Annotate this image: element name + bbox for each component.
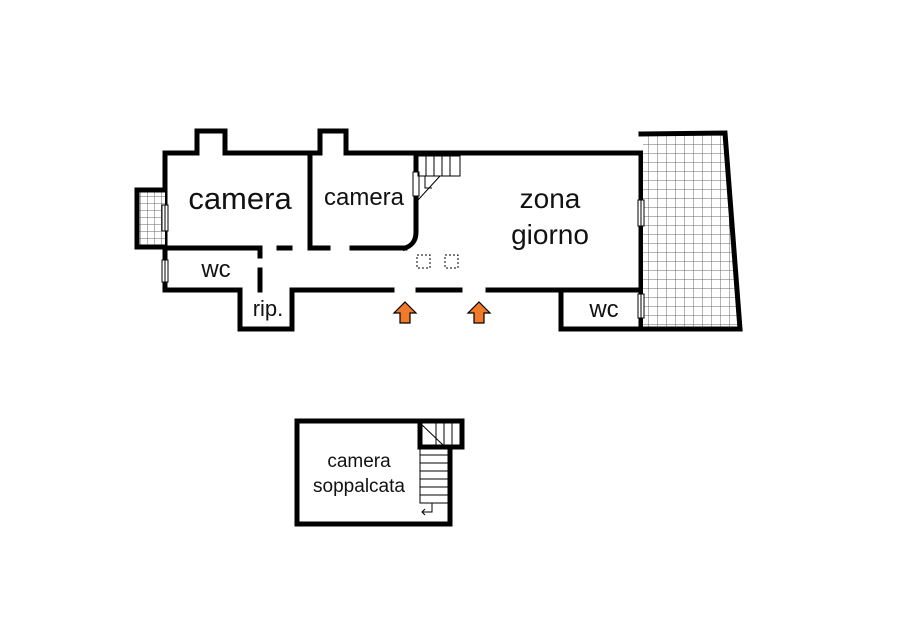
room-label-soppalcata: soppalcata (313, 476, 405, 497)
entrance-arrow-icon (466, 301, 492, 324)
room-label-wc: wc (200, 256, 230, 283)
entrance-arrow-icon (392, 301, 418, 324)
pillar-marks (416, 254, 459, 269)
interior-walls (162, 150, 419, 293)
room-label-wc: wc (588, 296, 618, 323)
room-label-ripostiglio: rip. (253, 296, 284, 321)
window-icon (161, 171, 645, 319)
room-label-camera: camera (324, 184, 405, 211)
room-label-giorno: giorno (511, 219, 589, 250)
terrace-grid (638, 130, 743, 332)
staircase-icon (419, 422, 461, 516)
staircase-icon (417, 155, 461, 201)
room-label-zona: zona (520, 183, 581, 214)
mezzanine-walls (294, 418, 465, 527)
room-label-camera: camera (188, 181, 292, 216)
left-balcony (134, 187, 168, 250)
room-label-camera: camera (327, 451, 391, 472)
